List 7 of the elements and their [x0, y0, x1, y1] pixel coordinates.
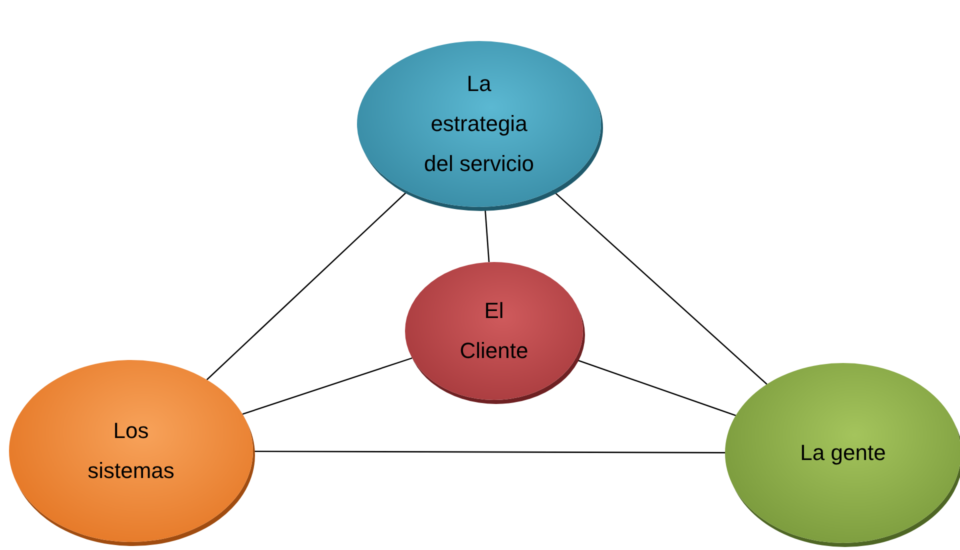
node-label: Los sistemas [86, 417, 176, 485]
connector-line [242, 357, 412, 415]
node-label: La estrategia del servicio [422, 70, 536, 178]
connector-line [206, 190, 408, 380]
connector-line [253, 450, 725, 454]
node-label: El Cliente [458, 297, 530, 365]
node-label: La gente [799, 439, 887, 467]
